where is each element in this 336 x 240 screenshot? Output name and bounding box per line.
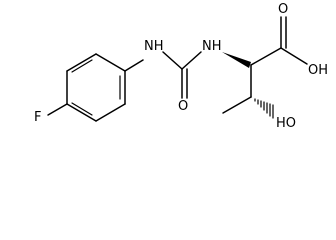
n-urea-carbon-bond (162, 51, 183, 70)
methyl-bond (222, 96, 252, 114)
hashed-wedge-bond (254, 98, 274, 119)
acid-hydroxyl-label: OH (308, 63, 328, 78)
nh-alpha-label: NH (202, 39, 222, 54)
fluorine-label: F (34, 110, 41, 125)
acid-carbonyl-oxygen-label: O (278, 2, 288, 17)
phenyl-ring (66, 53, 126, 122)
urea-oxygen-label: O (178, 99, 188, 114)
urea-n-alpha-bond (181, 51, 202, 70)
wedge-bond (222, 52, 251, 68)
structure-canvas: F NH O NH O OH (34, 2, 329, 131)
calpha-carboxyl-bond (250, 47, 282, 66)
aryl-n-bond (124, 59, 144, 72)
nh-aryl-label: NH (144, 39, 164, 54)
acid-c-oh-bond (280, 47, 308, 65)
c-f-bond (47, 103, 68, 116)
molecule-drawing: F NH O NH O OH (34, 2, 328, 131)
side-chain-hydroxyl-label: HO (276, 116, 296, 131)
